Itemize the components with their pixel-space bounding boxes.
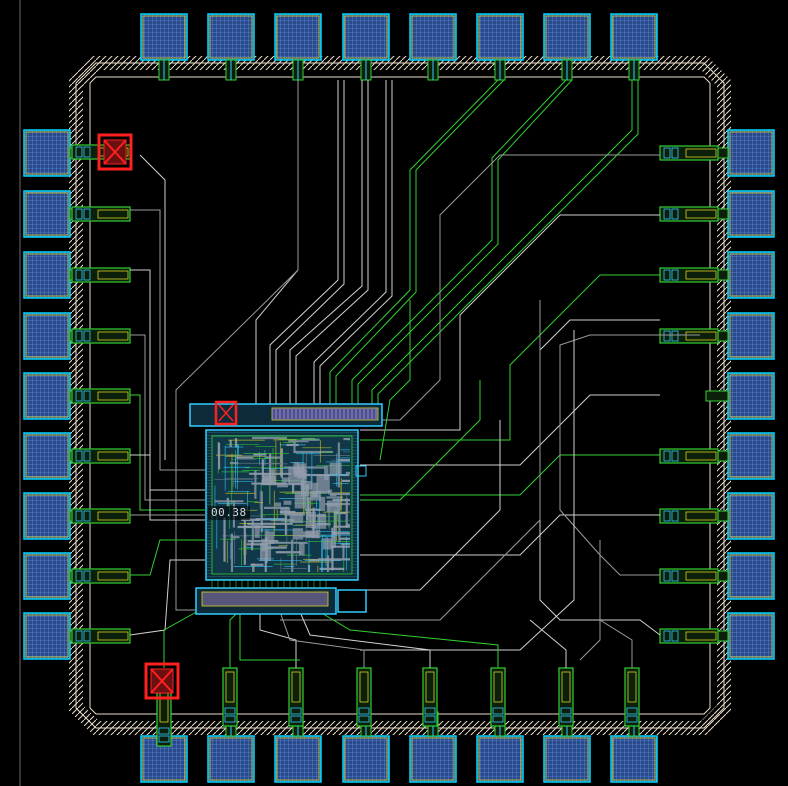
- io-cell-right-4[interactable]: [659, 328, 719, 344]
- core-block[interactable]: [189, 403, 383, 615]
- io-cell-right-9[interactable]: [659, 628, 719, 644]
- drc-marker-bottom-left[interactable]: [144, 662, 180, 700]
- bond-pad-bottom-7[interactable]: [543, 735, 591, 783]
- seal-ring: [69, 56, 731, 735]
- pad-feed-top-7[interactable]: [561, 59, 573, 81]
- io-cell-right-7[interactable]: [659, 508, 719, 524]
- bond-pad-left-6[interactable]: [23, 432, 71, 480]
- error-x-icon: [218, 404, 234, 422]
- bond-pad-bottom-6[interactable]: [476, 735, 524, 783]
- bond-pad-left-5[interactable]: [23, 372, 71, 420]
- io-cell-right-2[interactable]: [659, 206, 719, 222]
- io-cell-bottom-4[interactable]: [422, 667, 438, 727]
- io-cell-left-4[interactable]: [71, 328, 131, 344]
- io-cell-bottom-1[interactable]: [222, 667, 238, 727]
- pad-feed-top-5[interactable]: [427, 59, 439, 81]
- bond-pad-top-6[interactable]: [476, 13, 524, 61]
- io-cell-bottom-corner[interactable]: [156, 687, 172, 747]
- io-cell-bottom-3[interactable]: [356, 667, 372, 727]
- bond-pad-bottom-5[interactable]: [409, 735, 457, 783]
- bond-pad-left-7[interactable]: [23, 492, 71, 540]
- pad-feed-top-6[interactable]: [494, 59, 506, 81]
- bond-pad-top-3[interactable]: [274, 13, 322, 61]
- io-cell-left-6[interactable]: [71, 448, 131, 464]
- error-x-icon: [103, 139, 127, 165]
- bond-pad-top-5[interactable]: [409, 13, 457, 61]
- io-cell-right-6[interactable]: [659, 448, 719, 464]
- io-cell-left-3[interactable]: [71, 267, 131, 283]
- bond-pad-right-6[interactable]: [727, 432, 775, 480]
- io-cell-right-1[interactable]: [659, 145, 719, 161]
- bond-pad-right-8[interactable]: [727, 552, 775, 600]
- bond-pad-top-1[interactable]: [140, 13, 188, 61]
- bond-pad-left-1[interactable]: [23, 129, 71, 177]
- pad-feed-top-3[interactable]: [292, 59, 304, 81]
- bond-pad-left-4[interactable]: [23, 312, 71, 360]
- bond-pad-bottom-4[interactable]: [342, 735, 390, 783]
- io-cell-left-5[interactable]: [71, 388, 131, 404]
- bond-pad-top-2[interactable]: [207, 13, 255, 61]
- bond-pad-bottom-8[interactable]: [610, 735, 658, 783]
- io-cell-left-2[interactable]: [71, 206, 131, 222]
- io-cell-right-8[interactable]: [659, 568, 719, 584]
- drc-marker-core[interactable]: [214, 400, 238, 426]
- bond-pad-right-1[interactable]: [727, 129, 775, 177]
- bond-pad-top-8[interactable]: [610, 13, 658, 61]
- bond-pad-left-2[interactable]: [23, 190, 71, 238]
- routing-metal: [129, 79, 700, 668]
- bond-pad-top-4[interactable]: [342, 13, 390, 61]
- io-cell-bottom-6[interactable]: [558, 667, 574, 727]
- pad-feed-right-5[interactable]: [705, 390, 729, 402]
- io-cell-left-9[interactable]: [71, 628, 131, 644]
- bond-pad-top-7[interactable]: [543, 13, 591, 61]
- io-cell-bottom-5[interactable]: [490, 667, 506, 727]
- pad-feed-top-1[interactable]: [158, 59, 170, 81]
- io-pad-ring: [23, 13, 775, 783]
- io-cell-bottom-2[interactable]: [288, 667, 304, 727]
- bond-pad-right-5[interactable]: [727, 372, 775, 420]
- bond-pad-right-4[interactable]: [727, 312, 775, 360]
- pad-feed-top-4[interactable]: [360, 59, 372, 81]
- io-cell-left-7[interactable]: [71, 508, 131, 524]
- pad-feed-top-8[interactable]: [628, 59, 640, 81]
- core-logic-cells: [214, 436, 350, 572]
- io-cell-bottom-7[interactable]: [624, 667, 640, 727]
- pad-feed-top-2[interactable]: [225, 59, 237, 81]
- io-pad-cells: [69, 59, 729, 747]
- bond-pad-right-7[interactable]: [727, 492, 775, 540]
- bond-pad-right-9[interactable]: [727, 612, 775, 660]
- bond-pad-left-9[interactable]: [23, 612, 71, 660]
- bond-pad-bottom-3[interactable]: [274, 735, 322, 783]
- bond-pad-left-8[interactable]: [23, 552, 71, 600]
- error-x-icon: [150, 668, 174, 694]
- io-cell-left-8[interactable]: [71, 568, 131, 584]
- bond-pad-bottom-2[interactable]: [207, 735, 255, 783]
- coordinate-readout: 00.38: [208, 506, 250, 520]
- drc-marker-top-left[interactable]: [97, 133, 133, 171]
- bond-pad-right-2[interactable]: [727, 190, 775, 238]
- io-cell-right-3[interactable]: [659, 267, 719, 283]
- bond-pad-left-3[interactable]: [23, 251, 71, 299]
- bond-pad-right-3[interactable]: [727, 251, 775, 299]
